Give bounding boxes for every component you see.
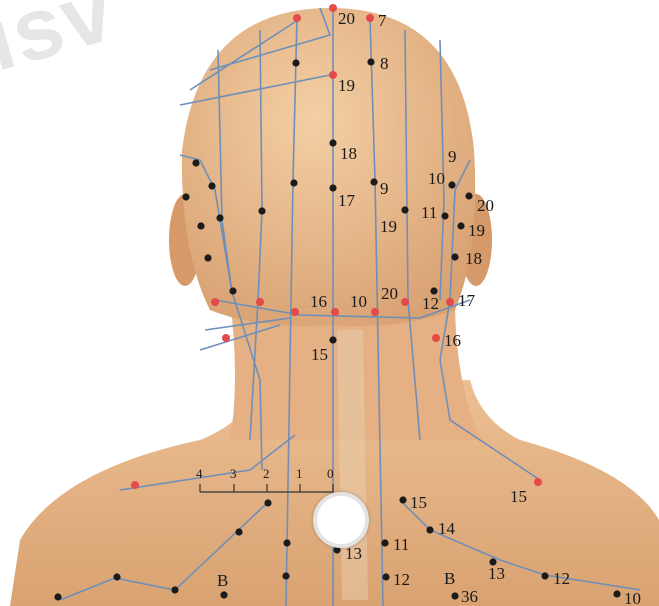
label-neck-20: 20 bbox=[381, 285, 398, 302]
label-back-right-13: 13 bbox=[488, 565, 505, 582]
label-head-19: 19 bbox=[338, 77, 355, 94]
label-back-right-15: 15 bbox=[510, 488, 527, 505]
label-right-19: 19 bbox=[468, 222, 485, 239]
label-right-20: 20 bbox=[477, 197, 494, 214]
label-neck-17: 17 bbox=[458, 292, 475, 309]
label-back-right-12: 12 bbox=[553, 570, 570, 587]
label-neck-15: 15 bbox=[311, 346, 328, 363]
label-top-7: 7 bbox=[378, 12, 387, 29]
white-circle-button[interactable] bbox=[313, 492, 369, 548]
label-head-17: 17 bbox=[338, 192, 355, 209]
label-back-13: 13 bbox=[345, 545, 362, 562]
label-back-B-right: B bbox=[444, 570, 455, 587]
scale-label-2: 2 bbox=[263, 467, 270, 480]
label-top-20: 20 bbox=[338, 10, 355, 27]
label-back-11: 11 bbox=[393, 536, 409, 553]
label-back-15: 15 bbox=[410, 494, 427, 511]
label-back-14: 14 bbox=[438, 520, 455, 537]
label-mid-19: 19 bbox=[380, 218, 397, 235]
label-right-11: 11 bbox=[421, 204, 437, 221]
label-right-9: 9 bbox=[448, 148, 457, 165]
label-back-36: 36 bbox=[461, 588, 478, 605]
label-neck-right-16: 16 bbox=[444, 332, 461, 349]
label-8: 8 bbox=[380, 55, 389, 72]
scale-label-1: 1 bbox=[296, 467, 303, 480]
label-neck-12: 12 bbox=[422, 295, 439, 312]
head bbox=[182, 8, 475, 326]
scale-label-0: 0 bbox=[327, 467, 334, 480]
label-mid-9: 9 bbox=[380, 180, 389, 197]
label-right-10: 10 bbox=[428, 170, 445, 187]
label-head-18: 18 bbox=[340, 145, 357, 162]
label-right-18: 18 bbox=[465, 250, 482, 267]
label-back-B-left: B bbox=[217, 572, 228, 589]
label-neck-16: 16 bbox=[310, 293, 327, 310]
label-neck-10: 10 bbox=[350, 293, 367, 310]
label-back-12: 12 bbox=[393, 571, 410, 588]
scale-label-3: 3 bbox=[230, 467, 237, 480]
scale-label-4: 4 bbox=[196, 467, 203, 480]
label-back-10: 10 bbox=[624, 590, 641, 606]
